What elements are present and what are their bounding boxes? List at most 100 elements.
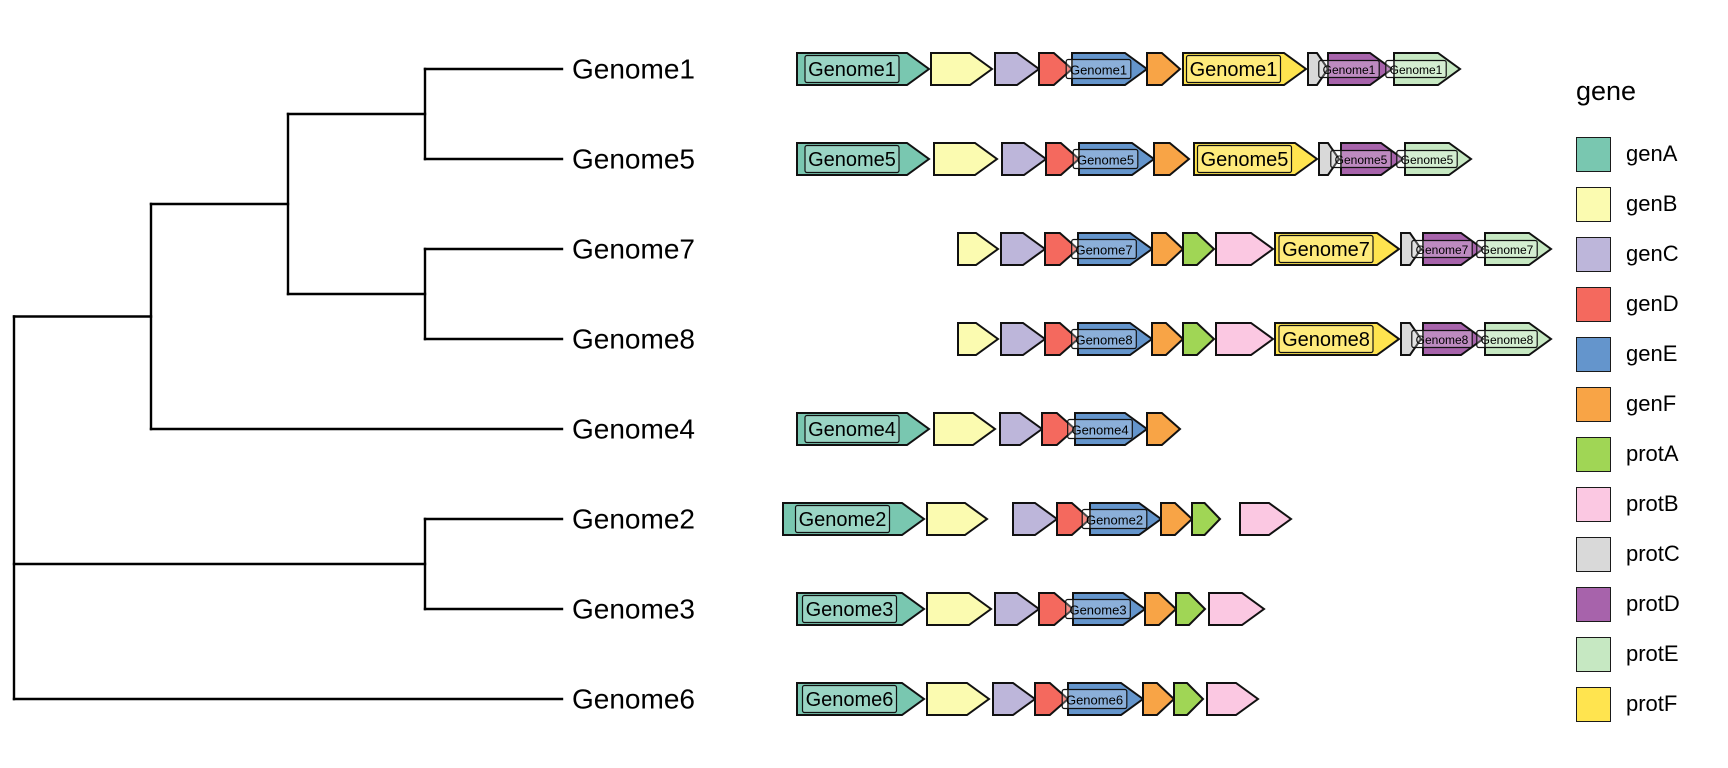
legend-label: genC [1626, 241, 1679, 266]
gene-arrow-genA [796, 682, 926, 716]
gene-arrow-genB [930, 52, 994, 86]
gene-arrow-genC [992, 682, 1037, 716]
gene-arrow-genA [796, 412, 931, 446]
legend-swatch-protA [1576, 436, 1611, 472]
gene-arrow-genD [1056, 502, 1092, 536]
gene-arrow-genF [1146, 52, 1182, 86]
gene-label-box [1278, 324, 1374, 354]
legend-item-protA: protA [1576, 429, 1680, 479]
legend-swatch-protE [1576, 636, 1611, 672]
gene-label: Genome4 [1071, 423, 1128, 438]
gene-arrow-genD [1045, 142, 1081, 176]
gene-label-box [1081, 508, 1148, 530]
gene-arrow-genA [782, 502, 926, 536]
gene-arrow-genF [1142, 682, 1176, 716]
gene-arrow-protA [1191, 502, 1222, 536]
gene-label-box [1065, 598, 1131, 620]
gene-label: Genome8 [1282, 329, 1370, 351]
legend-swatch-protF [1576, 686, 1611, 722]
gene-arrow-genC [1001, 142, 1048, 176]
gene-label-box [1185, 54, 1282, 84]
legend-swatch-genF [1576, 386, 1611, 422]
legend-label: protE [1626, 641, 1679, 666]
gene-arrow-protA [1173, 682, 1205, 716]
legend-item-genC: genC [1576, 229, 1680, 279]
gene-label: Genome8 [1481, 333, 1534, 347]
gene-label-box [1318, 59, 1380, 79]
legend-swatch-genD [1576, 286, 1611, 322]
gene-arrow-genF [1151, 322, 1185, 356]
gene-label: Genome5 [1401, 153, 1454, 167]
legend-label: protA [1626, 441, 1679, 466]
gene-arrow-genC [994, 52, 1041, 86]
gene-arrow-genF [1144, 592, 1178, 626]
gene-arrow-genB [957, 232, 1000, 266]
gene-arrow-genE [1067, 682, 1145, 716]
gene-label: Genome5 [808, 149, 896, 171]
gene-arrow-protF [1274, 232, 1401, 266]
gene-arrow-genD [1038, 52, 1074, 86]
gene-arrow-protB [1208, 592, 1266, 626]
gene-arrow-genF [1151, 232, 1185, 266]
gene-arrow-protA [1175, 592, 1207, 626]
legend-item-genE: genE [1576, 329, 1680, 379]
gene-arrow-genB [926, 682, 991, 716]
gene-label-box [1396, 149, 1458, 169]
gene-label-box [1071, 328, 1137, 350]
gene-arrow-genC [1000, 232, 1047, 266]
gene-label: Genome6 [1066, 693, 1123, 708]
gene-arrow-genF [1146, 412, 1182, 446]
gene-arrow-genD [1044, 322, 1080, 356]
gene-arrow-genE [1078, 142, 1156, 176]
gene-label-box [1476, 329, 1538, 349]
legend-label: protF [1626, 691, 1678, 716]
legend-label: protB [1626, 491, 1679, 516]
gene-arrow-protA [1182, 232, 1216, 266]
gene-arrow-genB [926, 592, 993, 626]
tree-tip-label: Genome8 [572, 324, 695, 355]
gene-label: Genome6 [806, 689, 894, 711]
gene-label-box [804, 414, 900, 444]
gene-arrow-protB [1215, 322, 1275, 356]
legend-item-protD: protD [1576, 579, 1680, 629]
tip-labels: Genome1Genome5Genome7Genome8Genome4Genom… [572, 54, 695, 715]
tree-tip-label: Genome6 [572, 684, 695, 715]
tree-tip-label: Genome2 [572, 504, 695, 535]
legend-swatch-genB [1576, 186, 1611, 222]
gene-arrow-protB [1206, 682, 1260, 716]
legend-label: genD [1626, 291, 1679, 316]
legend-item-protC: protC [1576, 529, 1680, 579]
gene-label: Genome7 [1075, 243, 1132, 258]
gene-label: Genome3 [806, 599, 894, 621]
gene-arrow-genB [957, 322, 1000, 356]
gene-label-box [1278, 234, 1374, 264]
tree-tip-label: Genome3 [572, 594, 695, 625]
gene-arrow-genE [1077, 232, 1154, 266]
gene-arrow-genE [1074, 412, 1149, 446]
gene-label: Genome1 [1070, 63, 1127, 78]
gene-label-box [1476, 239, 1538, 259]
legend-label: protD [1626, 591, 1680, 616]
legend-label: genE [1626, 341, 1678, 366]
gene-label: Genome2 [1086, 513, 1143, 528]
gene-arrow-protF [1182, 52, 1308, 86]
gene-label: Genome5 [1201, 149, 1289, 171]
gene-label: Genome7 [1282, 239, 1370, 261]
gene-label: Genome2 [799, 509, 887, 531]
gene-label-box [1071, 238, 1137, 260]
gene-label-box [1072, 148, 1139, 170]
gene-label: Genome5 [1077, 153, 1134, 168]
legend-item-genF: genF [1576, 379, 1680, 429]
gene-label: Genome1 [1390, 63, 1443, 77]
gene-label: Genome5 [1335, 153, 1388, 167]
gene-label-box [1411, 329, 1473, 349]
gene-arrow-genD [1038, 592, 1075, 626]
gene-arrow-genD [1044, 232, 1080, 266]
gene-label-box [794, 504, 891, 534]
gene-label: Genome7 [1416, 243, 1469, 257]
gene-arrow-protA [1182, 322, 1216, 356]
legend-swatch-genA [1576, 136, 1611, 172]
gene-arrow-genC [1000, 322, 1047, 356]
